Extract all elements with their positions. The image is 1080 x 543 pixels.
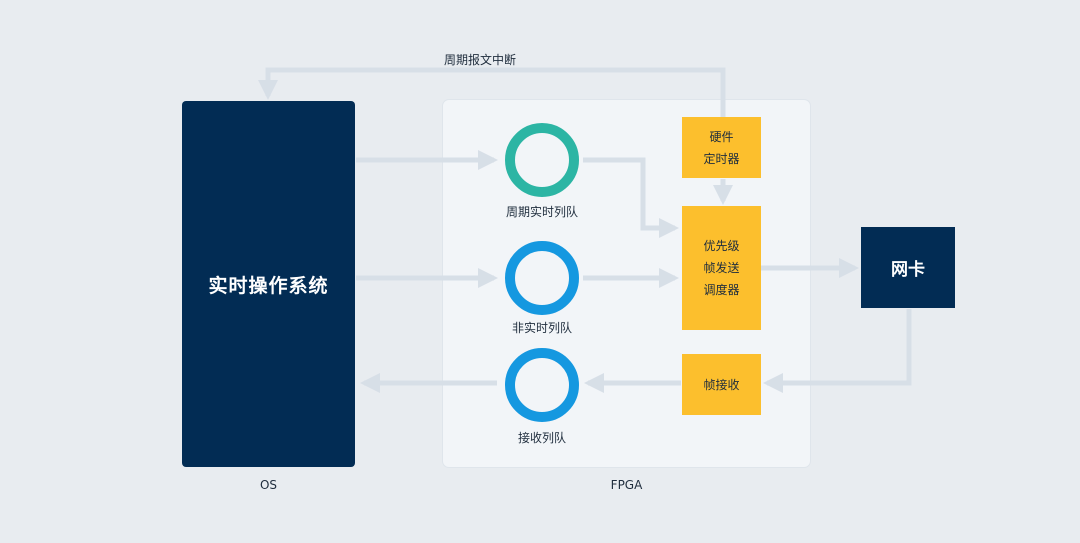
os-caption: OS <box>259 478 278 492</box>
periodic-queue-label: 周期实时列队 <box>505 205 578 219</box>
scheduler-line-1: 优先级 <box>703 239 740 253</box>
os-box: 实时操作系统 <box>182 101 355 467</box>
hardware-timer-box: 硬件 定时器 <box>682 117 761 178</box>
scheduler-line-2: 帧发送 <box>703 261 740 275</box>
arrow-periodic-to-scheduler <box>583 157 679 238</box>
fpga-caption: FPGA <box>610 478 643 492</box>
os-title: 实时操作系统 <box>208 274 329 297</box>
arrow-interrupt <box>258 67 726 118</box>
scheduler-box: 优先级 帧发送 调度器 <box>682 206 761 330</box>
nonrealtime-queue-ring <box>505 241 579 315</box>
timer-line-1: 硬件 <box>709 129 734 144</box>
receive-queue-label: 接收列队 <box>517 431 566 445</box>
frame-receive-label: 帧接收 <box>703 377 740 392</box>
scheduler-line-3: 调度器 <box>703 283 740 297</box>
nic-box: 网卡 <box>861 227 955 308</box>
nonrealtime-queue-label: 非实时列队 <box>511 321 572 335</box>
timer-line-2: 定时器 <box>703 151 740 166</box>
periodic-queue-ring <box>505 123 579 197</box>
receive-queue-ring <box>505 348 579 422</box>
periodic-interrupt-label: 周期报文中断 <box>443 53 516 67</box>
nic-title: 网卡 <box>891 260 925 280</box>
frame-receive-box: 帧接收 <box>682 354 761 415</box>
arrow-nic-to-receive <box>763 309 912 393</box>
